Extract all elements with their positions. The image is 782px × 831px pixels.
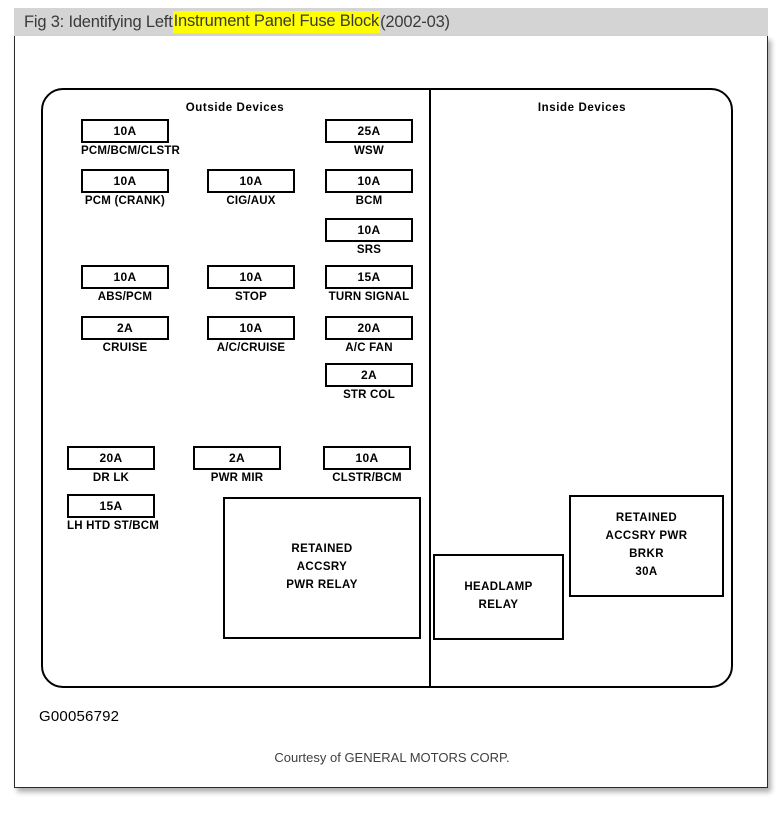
- fuse-srs[interactable]: 10A SRS: [325, 218, 413, 256]
- fuse-rating: 10A: [323, 446, 411, 470]
- fuse-dr-lk[interactable]: 20A DR LK: [67, 446, 155, 484]
- relay-headlamp[interactable]: HEADLAMP RELAY: [433, 554, 564, 640]
- fuse-label: CIG/AUX: [226, 195, 276, 207]
- fuse-label: SRS: [356, 244, 382, 256]
- fuse-wsw[interactable]: 25A WSW: [325, 119, 413, 157]
- outside-inside-divider: [429, 88, 431, 688]
- fuse-rating: 10A: [81, 169, 169, 193]
- fuse-label: CLSTR/BCM: [332, 472, 402, 484]
- fuse-label: PCM/BCM/CLSTR: [81, 145, 181, 157]
- fuse-label: TURN SIGNAL: [328, 291, 410, 303]
- figure-sheet: Outside Devices Inside Devices 10A PCM/B…: [14, 36, 768, 788]
- fuse-rating: 10A: [325, 169, 413, 193]
- fuse-rating: 10A: [325, 218, 413, 242]
- fuse-rating: 15A: [325, 265, 413, 289]
- fuse-cruise[interactable]: 2A CRUISE: [81, 316, 169, 354]
- fuse-lh-htd-st-bcm[interactable]: 15A LH HTD ST/BCM: [67, 494, 160, 532]
- fuse-label: PWR MIR: [210, 472, 264, 484]
- courtesy-label: Courtesy of GENERAL MOTORS CORP.: [274, 750, 510, 765]
- fuse-block-diagram: Outside Devices Inside Devices 10A PCM/B…: [15, 36, 769, 788]
- section-heading-outside-devices: Outside Devices: [185, 102, 285, 114]
- figure-title-suffix: (2002-03): [380, 12, 450, 31]
- relay-line: BRKR: [629, 548, 664, 560]
- fuse-rating: 15A: [67, 494, 155, 518]
- fuse-str-col[interactable]: 2A STR COL: [325, 363, 413, 401]
- fuse-bcm[interactable]: 10A BCM: [325, 169, 413, 207]
- fuse-label: STOP: [235, 291, 267, 303]
- fuse-stop[interactable]: 10A STOP: [207, 265, 295, 303]
- fuse-rating: 20A: [325, 316, 413, 340]
- figure-title-highlight: Instrument Panel Fuse Block: [172, 11, 381, 33]
- relay-line: 30A: [635, 565, 658, 578]
- fuse-rating: 2A: [193, 446, 281, 470]
- fuse-rating: 10A: [81, 119, 169, 143]
- fuse-rating: 25A: [325, 119, 413, 143]
- fuse-rating: 10A: [207, 316, 295, 340]
- fuse-rating: 10A: [207, 265, 295, 289]
- relay-line: RETAINED: [615, 512, 678, 525]
- relay-line: ACCSRY PWR: [605, 530, 688, 543]
- fuse-label: DR LK: [92, 472, 130, 484]
- fuse-clstr-bcm[interactable]: 10A CLSTR/BCM: [323, 446, 411, 484]
- fuse-rating: 10A: [81, 265, 169, 289]
- relay-retained-accessory-power-relay[interactable]: RETAINED ACCSRY PWR RELAY: [223, 497, 421, 639]
- fuse-cig-aux[interactable]: 10A CIG/AUX: [207, 169, 295, 207]
- section-heading-inside-devices: Inside Devices: [537, 102, 627, 114]
- fuse-rating: 20A: [67, 446, 155, 470]
- breaker-retained-accessory-power[interactable]: RETAINED ACCSRY PWR BRKR 30A: [569, 495, 724, 597]
- relay-line: PWR RELAY: [286, 578, 358, 591]
- figure-id-label: G00056792: [39, 708, 120, 725]
- fuse-abs-pcm[interactable]: 10A ABS/PCM: [81, 265, 169, 303]
- relay-line: ACCSRY: [296, 561, 348, 574]
- fuse-turn-signal[interactable]: 15A TURN SIGNAL: [325, 265, 413, 303]
- fuse-label: ABS/PCM: [97, 291, 153, 303]
- fuse-label: PCM (CRANK): [84, 195, 166, 207]
- fuse-pcm-bcm-clstr[interactable]: 10A PCM/BCM/CLSTR: [81, 119, 181, 157]
- relay-line: HEADLAMP: [464, 581, 533, 594]
- fuse-pcm-crank[interactable]: 10A PCM (CRANK): [81, 169, 169, 207]
- fuse-label: A/C FAN: [345, 342, 393, 354]
- figure-title-bar: Fig 3: Identifying Left Instrument Panel…: [14, 8, 768, 36]
- fuse-ac-cruise[interactable]: 10A A/C/CRUISE: [207, 316, 295, 354]
- fuse-label: CRUISE: [102, 342, 148, 354]
- fuse-ac-fan[interactable]: 20A A/C FAN: [325, 316, 413, 354]
- fuse-pwr-mir[interactable]: 2A PWR MIR: [193, 446, 281, 484]
- relay-line: RETAINED: [291, 543, 353, 556]
- fuse-rating: 10A: [207, 169, 295, 193]
- fuse-rating: 2A: [325, 363, 413, 387]
- fuse-label: WSW: [354, 145, 384, 157]
- figure-title-prefix: Fig 3: Identifying Left: [24, 12, 173, 31]
- fuse-label: A/C/CRUISE: [216, 342, 286, 354]
- fuse-label: LH HTD ST/BCM: [67, 520, 160, 532]
- fuse-label: STR COL: [343, 389, 395, 401]
- relay-line: RELAY: [478, 599, 519, 611]
- fuse-label: BCM: [355, 195, 383, 207]
- fuse-rating: 2A: [81, 316, 169, 340]
